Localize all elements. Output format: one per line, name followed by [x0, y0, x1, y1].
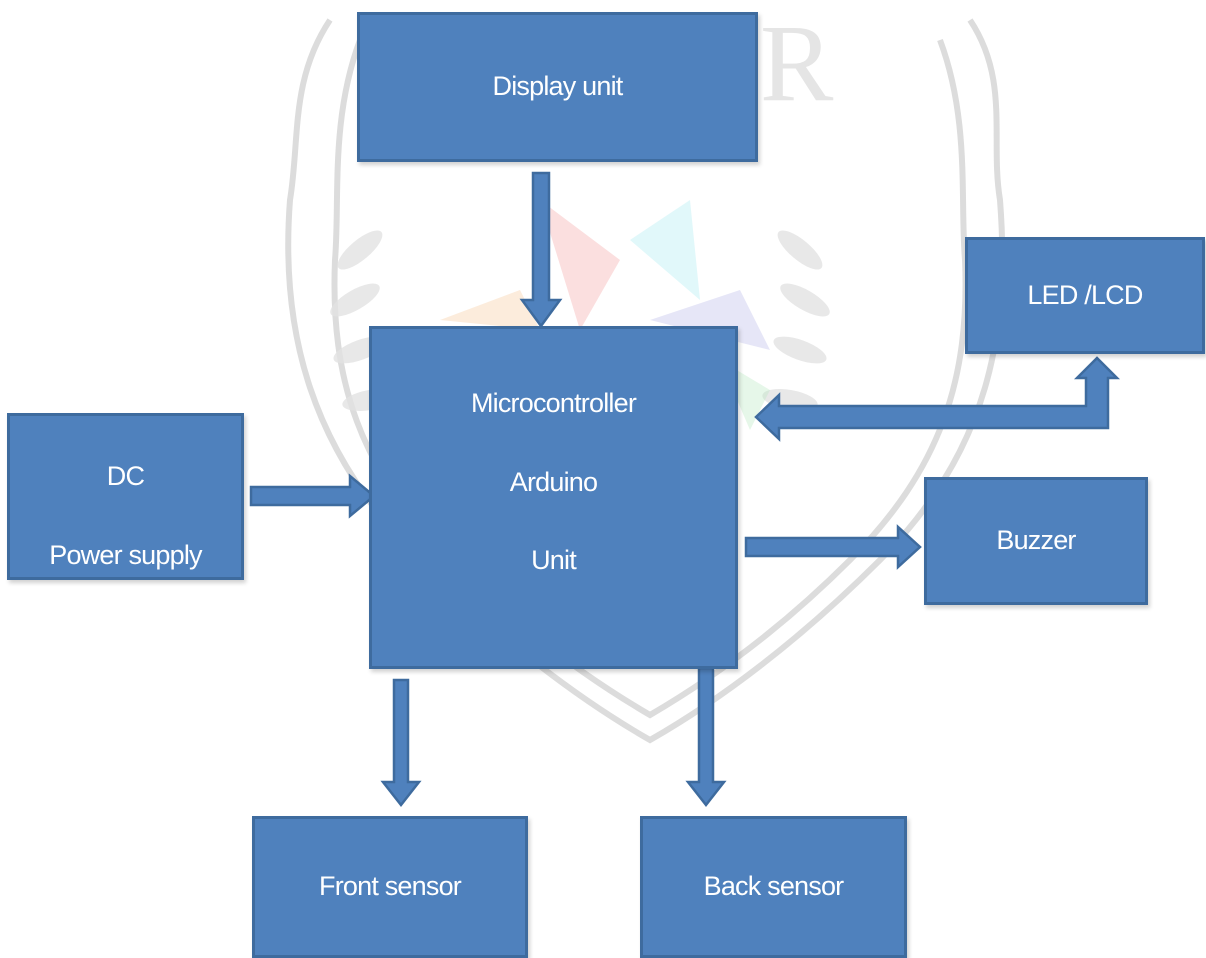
dc-power-line-1: DC — [106, 461, 145, 492]
arrow-micro-to-led — [754, 356, 1121, 442]
back-sensor-label: Back sensor — [703, 871, 845, 902]
arrow-power-to-micro — [249, 473, 376, 519]
display-unit-block: Display unit — [357, 12, 758, 162]
dc-power-supply-label: DC Power supply — [49, 418, 202, 575]
arrow-micro-to-buzzer — [744, 524, 922, 570]
microcontroller-line-1: Microcontroller — [470, 388, 637, 419]
arrow-micro-to-front — [380, 678, 422, 808]
buzzer-block: Buzzer — [924, 477, 1148, 605]
back-sensor-block: Back sensor — [640, 816, 907, 958]
front-sensor-label: Front sensor — [319, 871, 462, 902]
led-lcd-label: LED /LCD — [1027, 279, 1143, 310]
microcontroller-block: Microcontroller Arduino Unit — [369, 326, 738, 669]
display-unit-label: Display unit — [492, 71, 624, 102]
led-lcd-block: LED /LCD — [965, 237, 1205, 354]
microcontroller-label: Microcontroller Arduino Unit — [470, 345, 637, 580]
microcontroller-line-2: Arduino — [509, 466, 598, 497]
microcontroller-line-3: Unit — [531, 544, 577, 575]
arrow-micro-to-back — [685, 666, 727, 808]
arrow-display-to-micro — [519, 171, 563, 329]
svg-text:R: R — [760, 2, 834, 124]
front-sensor-block: Front sensor — [252, 816, 528, 958]
dc-power-line-2: Power supply — [49, 539, 202, 570]
dc-power-supply-block: DC Power supply — [7, 413, 244, 580]
buzzer-label: Buzzer — [996, 525, 1076, 556]
